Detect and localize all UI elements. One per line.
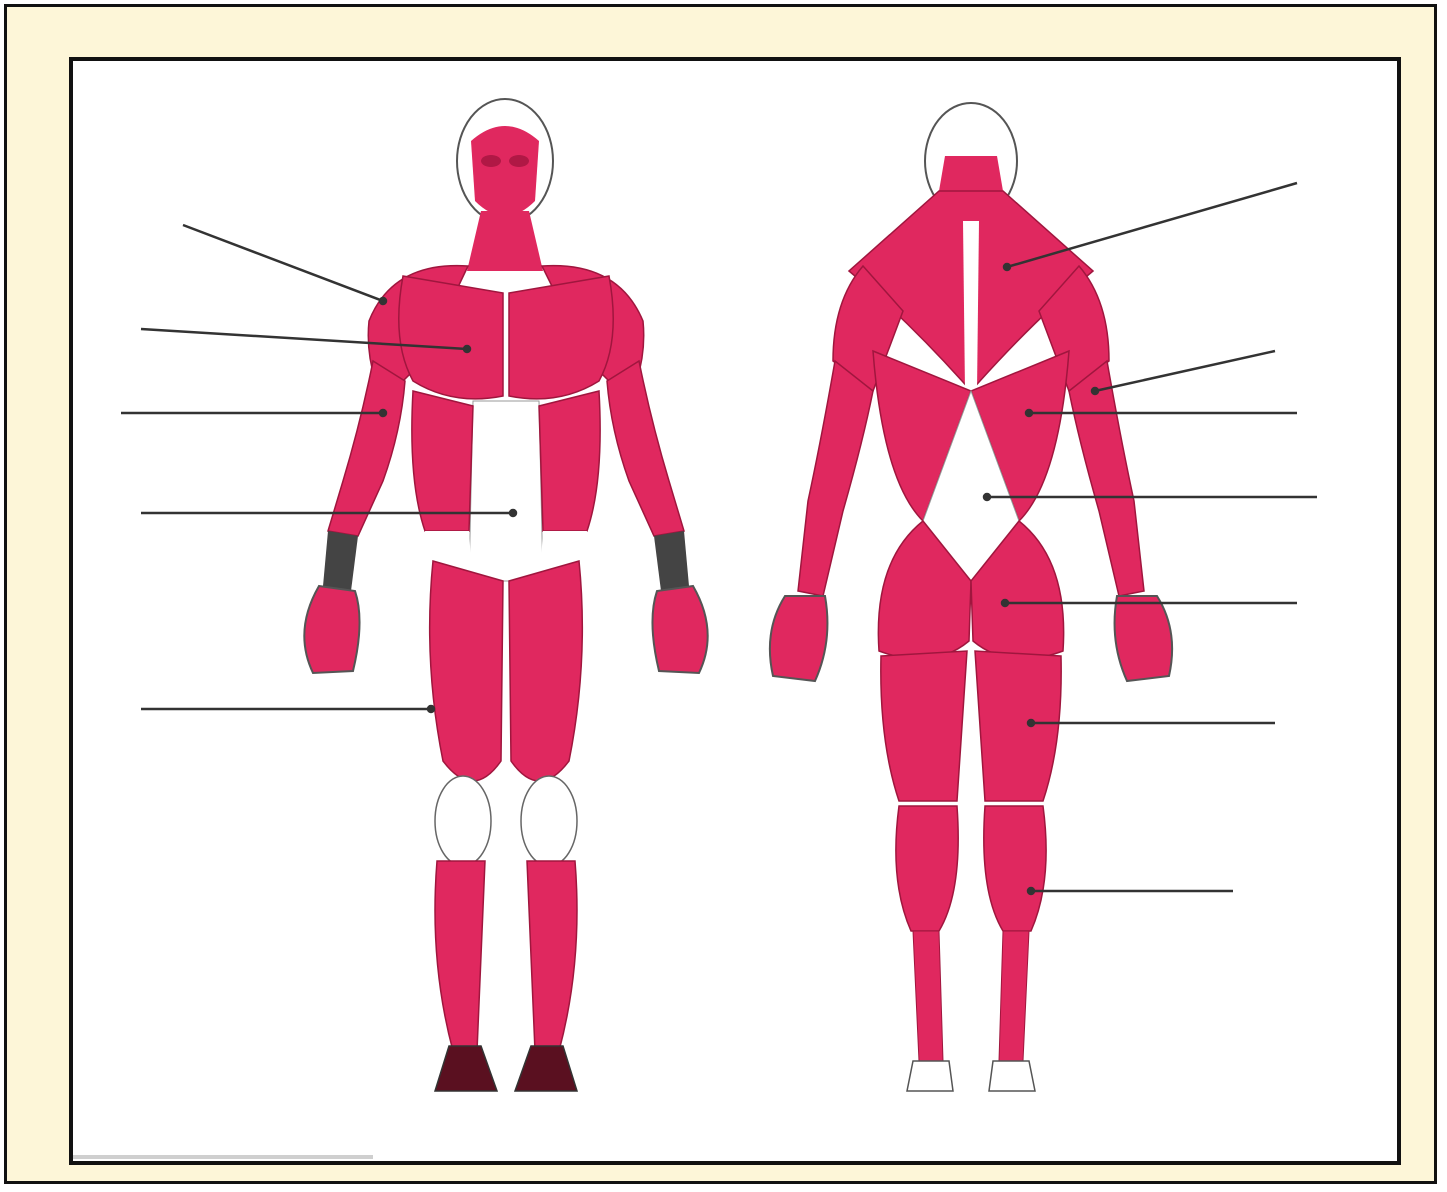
leader-dot-back-2 <box>1092 388 1098 394</box>
front-shin-right <box>527 861 577 1051</box>
leader-dot-back-6 <box>1028 720 1034 726</box>
leader-dot-back-1 <box>1004 264 1010 270</box>
front-hand-left <box>304 586 359 673</box>
leader-line-front-1 <box>183 225 383 301</box>
front-arm-left <box>328 361 405 536</box>
back-arm-left <box>798 361 873 596</box>
front-foot-right <box>515 1046 577 1091</box>
front-eye-right <box>509 155 529 167</box>
leader-dot-front-3 <box>380 410 386 416</box>
leader-dot-front-5 <box>428 706 434 712</box>
back-hand-left <box>770 596 828 681</box>
back-hand-right <box>1115 596 1173 681</box>
front-pectoral-right <box>509 276 613 399</box>
back-calf-right <box>984 806 1046 931</box>
leader-dot-back-5 <box>1002 600 1008 606</box>
back-figure <box>770 103 1172 1091</box>
front-knee-right <box>521 776 577 866</box>
leader-dot-front-1 <box>380 298 386 304</box>
back-arm-right <box>1069 361 1144 596</box>
front-figure <box>304 99 707 1091</box>
front-thigh-left <box>430 561 503 781</box>
back-shin-left <box>913 931 943 1061</box>
front-thigh-right <box>509 561 582 781</box>
front-pectoral-left <box>399 276 503 399</box>
back-hamstring-left <box>881 651 967 801</box>
front-oblique-right <box>539 391 600 531</box>
front-wrist-left <box>323 531 358 591</box>
leader-dot-back-3 <box>1026 410 1032 416</box>
leader-dot-back-7 <box>1028 888 1034 894</box>
leader-line-back-2 <box>1095 351 1275 391</box>
diagram-panel <box>69 57 1401 1165</box>
back-shin-right <box>999 931 1029 1061</box>
front-eye-left <box>481 155 501 167</box>
leader-dot-front-4 <box>510 510 516 516</box>
front-oblique-left <box>412 391 473 531</box>
front-hand-right <box>652 586 707 673</box>
front-knee-left <box>435 776 491 866</box>
front-linea-alba <box>469 401 543 581</box>
back-neck-upper <box>939 156 1003 191</box>
leader-dot-front-2 <box>464 346 470 352</box>
leader-line-back-1 <box>1007 183 1297 267</box>
back-heel-right <box>989 1061 1035 1091</box>
back-spine-upper <box>963 221 979 391</box>
back-heel-left <box>907 1061 953 1091</box>
back-hamstring-right <box>975 651 1061 801</box>
worksheet-frame <box>4 4 1437 1184</box>
horizontal-scrollbar[interactable] <box>73 1155 373 1159</box>
leader-dot-back-4 <box>984 494 990 500</box>
muscle-diagram <box>73 61 1397 1161</box>
front-shin-left <box>435 861 485 1051</box>
front-foot-left <box>435 1046 497 1091</box>
front-arm-right <box>607 361 684 536</box>
front-face-muscles <box>471 126 539 216</box>
back-calf-left <box>896 806 958 931</box>
front-wrist-right <box>654 531 689 591</box>
front-neck <box>467 211 543 271</box>
